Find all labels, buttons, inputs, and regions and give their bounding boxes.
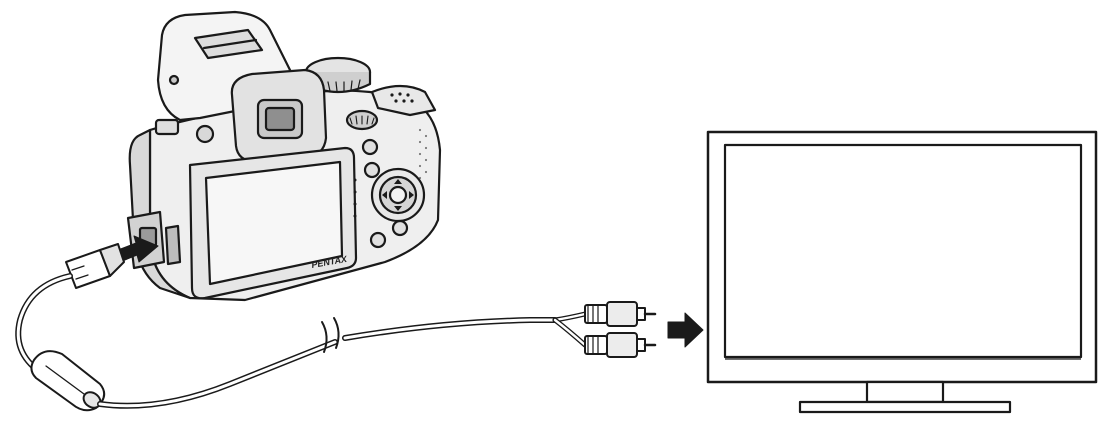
hotshoe-line bbox=[202, 38, 258, 50]
cable-break-icon bbox=[321, 317, 340, 353]
cable-segment-3 bbox=[342, 317, 558, 341]
rear-buttons bbox=[361, 138, 409, 249]
tv-icon bbox=[706, 130, 1098, 414]
av-cable-icon bbox=[15, 243, 657, 412]
cable-segment-2 bbox=[97, 339, 338, 409]
grip-texture bbox=[418, 128, 428, 180]
rca-plug-upper bbox=[584, 301, 657, 327]
arrow-right-icon bbox=[667, 312, 704, 348]
camera-icon: PENTAX bbox=[126, 10, 442, 302]
lcd-screen bbox=[204, 160, 344, 286]
camera-plug bbox=[65, 243, 125, 289]
rca-plug-lower bbox=[584, 332, 657, 358]
tv-screen bbox=[723, 143, 1083, 359]
speaker-dots bbox=[390, 92, 414, 103]
ferrite-core bbox=[30, 350, 106, 412]
indicator-dots bbox=[353, 178, 357, 218]
viewfinder-glass bbox=[264, 106, 296, 132]
tv-stand-base bbox=[798, 400, 1012, 414]
flash-button bbox=[154, 118, 180, 136]
terminal-door bbox=[164, 224, 182, 266]
four-way-controller bbox=[370, 167, 426, 223]
tv-stand-neck bbox=[865, 380, 945, 404]
flash-pop-icon bbox=[168, 74, 180, 86]
af-button bbox=[195, 124, 215, 144]
